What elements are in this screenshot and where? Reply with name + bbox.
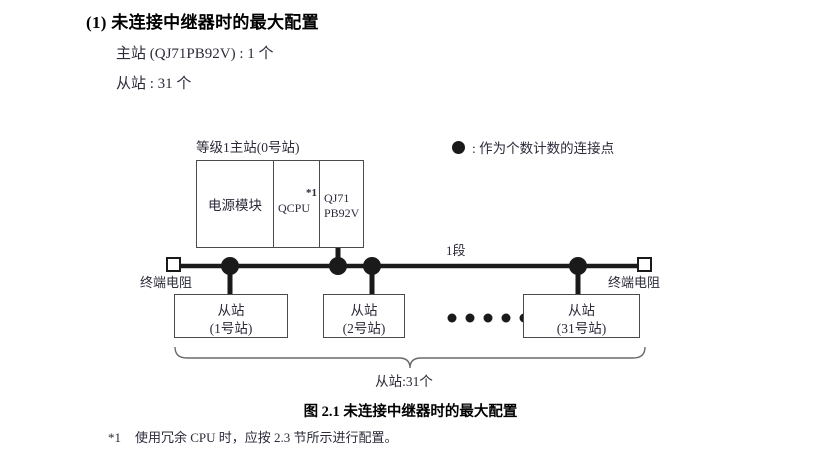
qcpu-footnote-mark: *1 bbox=[306, 187, 317, 199]
heading-block: (1) 未连接中继器时的最大配置 主站 (QJ71PB92V) : 1 个 从站… bbox=[86, 8, 746, 93]
footnote: *1 使用冗余 CPU 时，应按 2.3 节所示进行配置。 bbox=[108, 427, 398, 446]
slave-number: (2号站) bbox=[342, 321, 386, 337]
brace-caption-text: 从站:31个 bbox=[375, 374, 433, 389]
rack-cell-power-module: 电源模块 bbox=[197, 161, 273, 247]
slave-number: (1号站) bbox=[209, 321, 253, 337]
segment-label: 1段 bbox=[446, 243, 466, 258]
slave-title: 从站 bbox=[350, 303, 378, 318]
legend: : 作为个数计数的连接点 bbox=[452, 137, 614, 157]
filled-circle-icon bbox=[452, 140, 465, 154]
slave-title: 从站 bbox=[217, 303, 245, 318]
brace-caption: 从站:31个 bbox=[0, 370, 821, 390]
spec-line-slaves: 从站 : 31 个 bbox=[116, 76, 192, 92]
footnote-mark: *1 bbox=[108, 430, 121, 445]
master-station-rack: 电源模块 *1 QCPU QJ71 PB92V bbox=[196, 160, 364, 248]
rack-cell-master-module: QJ71 PB92V bbox=[319, 161, 363, 247]
connection-point-master bbox=[329, 257, 347, 275]
slave-station-box: 从站 (2号站) bbox=[323, 294, 405, 338]
slave-station-box: 从站 (1号站) bbox=[174, 294, 288, 338]
power-module-label: 电源模块 bbox=[208, 198, 262, 213]
legend-label: : 作为个数计数的连接点 bbox=[472, 141, 615, 156]
page-title: (1) 未连接中继器时的最大配置 bbox=[86, 13, 319, 32]
rack-cell-qcpu: *1 QCPU bbox=[273, 161, 319, 247]
rack-label: 等级1主站(0号站) bbox=[196, 140, 300, 155]
slave-title: 从站 bbox=[568, 303, 595, 318]
terminator-left-square bbox=[166, 257, 181, 272]
slave-station-box: 从站 (31号站) bbox=[523, 294, 640, 338]
terminator-left-label: 终端电阻 bbox=[140, 275, 193, 290]
footnote-text: 使用冗余 CPU 时，应按 2.3 节所示进行配置。 bbox=[135, 430, 398, 445]
spec-line-master: 主站 (QJ71PB92V) : 1 个 bbox=[116, 46, 274, 62]
connection-point-2 bbox=[363, 257, 381, 275]
connection-point-1 bbox=[221, 257, 239, 275]
qcpu-label: QCPU bbox=[278, 201, 311, 215]
terminator-right-label: 终端电阻 bbox=[608, 275, 661, 290]
connection-point-3 bbox=[569, 257, 587, 275]
slave-range-brace bbox=[174, 346, 646, 369]
figure-caption: 图 2.1 未连接中继器时的最大配置 bbox=[303, 404, 518, 420]
master-module-label: QJ71 PB92V bbox=[324, 191, 360, 220]
slave-number: (31号站) bbox=[556, 321, 607, 337]
terminator-right-square bbox=[637, 257, 652, 272]
